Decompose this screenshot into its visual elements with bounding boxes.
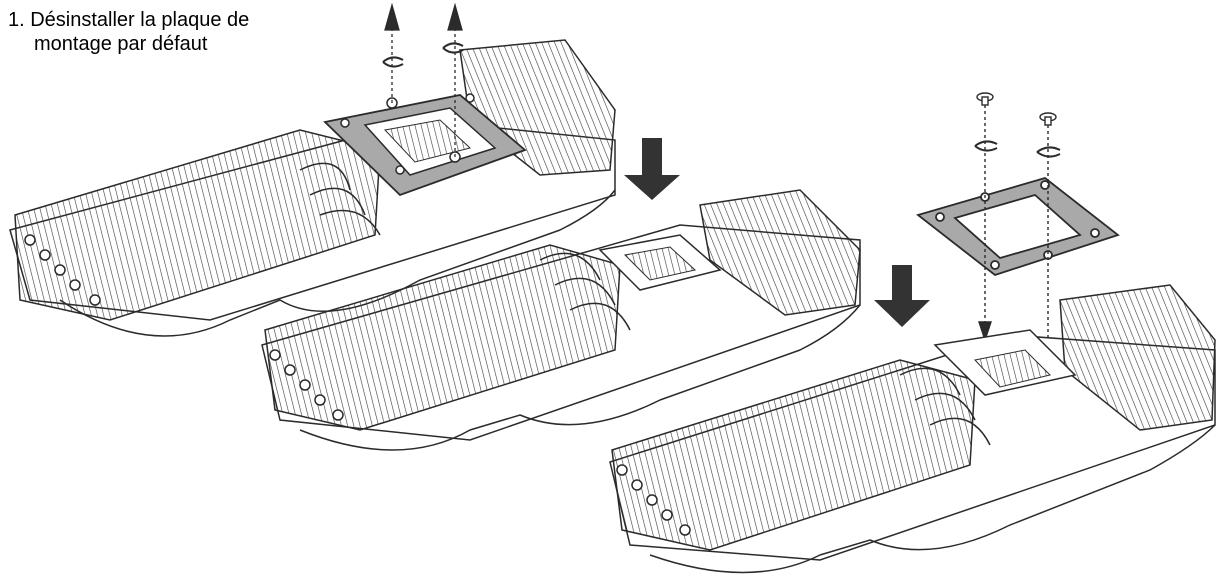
mounting-plate-new xyxy=(916,177,1120,277)
arrow-up-icon xyxy=(384,2,400,31)
step-instruction-line-1: 1. Désinstaller la plaque de xyxy=(8,9,250,31)
heatsink-left-3 xyxy=(611,359,976,551)
heatsink-left-1 xyxy=(14,129,381,321)
graphics-card-3 xyxy=(609,284,1216,574)
rotate-arrow-icon xyxy=(974,140,998,152)
removal-indicators xyxy=(382,2,464,157)
arrow-up-icon xyxy=(447,2,463,31)
graphics-card-2 xyxy=(261,189,861,451)
screw-icon xyxy=(976,92,994,106)
io-ports-2 xyxy=(269,349,344,421)
mounting-plate-installed xyxy=(323,93,527,197)
arrow-down-icon xyxy=(874,265,930,327)
arrow-down-icon xyxy=(624,138,680,200)
step-instruction: 1. Désinstaller la plaque de montage par… xyxy=(8,8,249,56)
graphics-card-1 xyxy=(9,39,616,337)
step-instruction-line-2: montage par défaut xyxy=(34,33,208,55)
io-ports-1 xyxy=(24,234,101,306)
heatsink-left-2 xyxy=(264,244,621,431)
rotate-arrow-icon xyxy=(382,56,404,68)
heatsink-right-2 xyxy=(699,189,861,316)
screw-icon xyxy=(1039,112,1057,126)
io-ports-3 xyxy=(616,464,691,536)
rotate-arrow-icon xyxy=(442,42,464,54)
arrow-down-icon xyxy=(978,321,992,343)
